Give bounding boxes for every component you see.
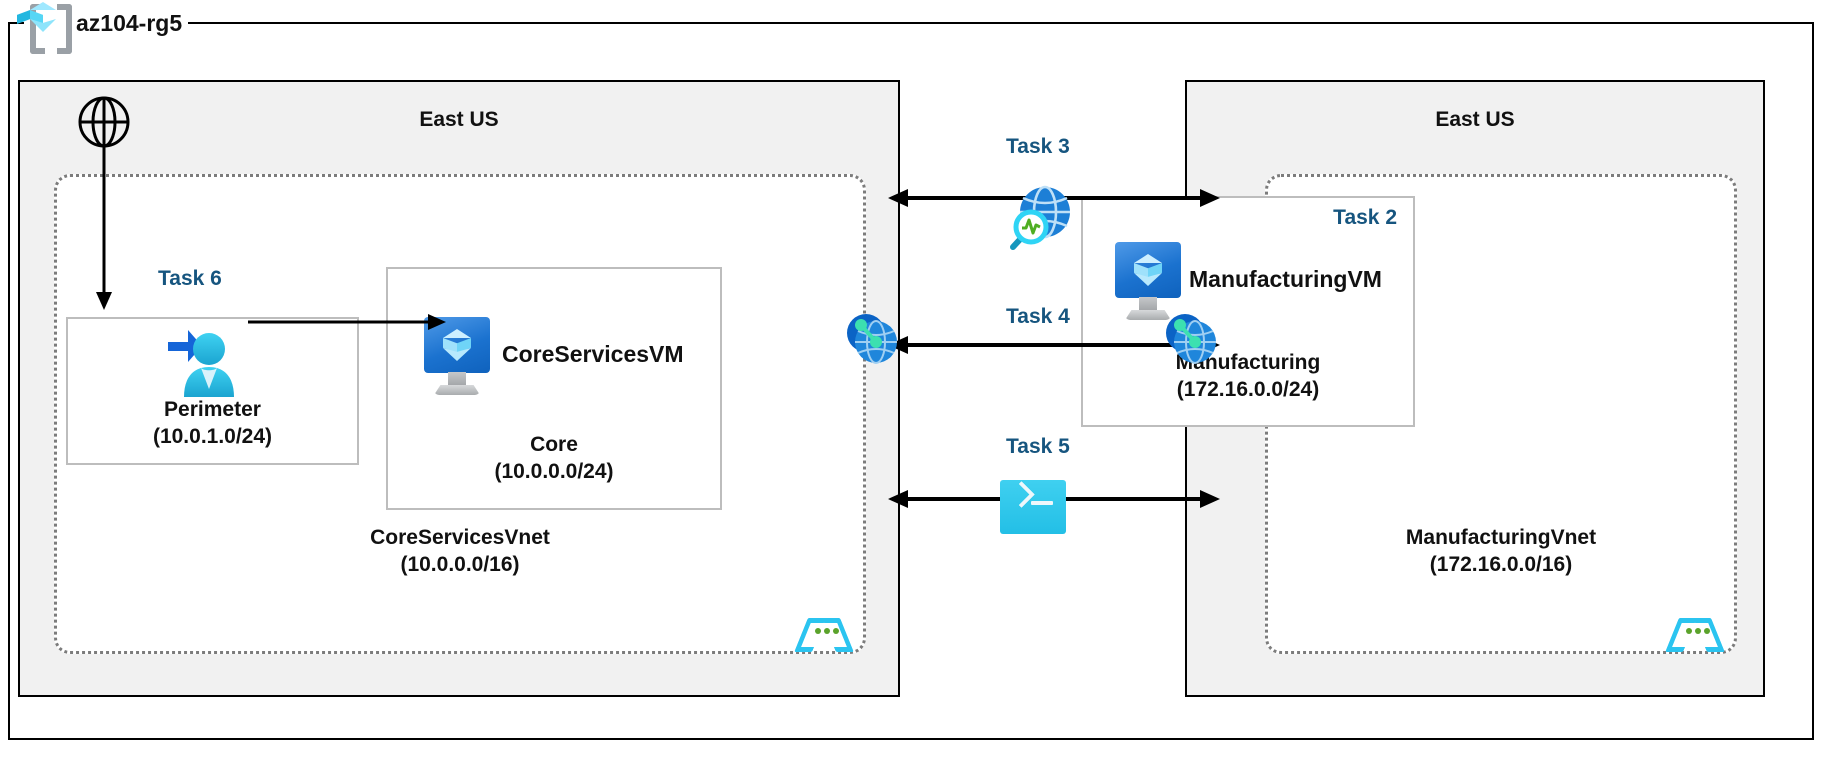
resource-group-header: az104-rg5 (17, 2, 189, 54)
task-4-label: Task 4 (1006, 305, 1070, 328)
subnet-perimeter-label: Perimeter (10.0.1.0/24) (68, 397, 357, 451)
vm-manufacturingvm-name: ManufacturingVM (1189, 266, 1382, 292)
subnet-core-cidr: (10.0.0.0/24) (494, 459, 614, 483)
vnet-peering-icon (1162, 309, 1220, 367)
region-right-title: East US (1435, 108, 1515, 131)
vnet-coreservicesvnet-cidr: (10.0.0.0/16) (400, 552, 520, 576)
subnet-manufacturing-label: Manufacturing (172.16.0.0/24) (1083, 350, 1413, 404)
azure-resource-group-icon (17, 2, 72, 54)
internet-globe-icon (78, 96, 130, 148)
task-3-label: Task 3 (1006, 135, 1070, 158)
vnet-code-icon (1665, 613, 1725, 652)
subnet-core: CoreServicesVM Core (10.0.0.0/24) (386, 267, 722, 510)
subnet-manufacturing: Task 2 ManufacturingVM Manufacturing (17… (1081, 196, 1415, 427)
vnet-coreservicesvnet-label: CoreServicesVnet (10.0.0.0/16) (57, 525, 863, 579)
vnet-code-icon (794, 613, 854, 652)
subnet-perimeter: Perimeter (10.0.1.0/24) (66, 317, 359, 465)
network-watcher-icon (1000, 185, 1074, 255)
virtual-machine-icon (1113, 242, 1183, 322)
task-2-label: Task 2 (1333, 206, 1397, 229)
region-east-us-left: East US CoreServicesVnet (10.0.0.0/16) T… (18, 80, 900, 697)
task-6-label: Task 6 (158, 267, 222, 290)
subnet-core-label: Core (10.0.0.0/24) (388, 432, 720, 486)
vm-coreservicesvm-name: CoreServicesVM (502, 341, 684, 367)
subnet-perimeter-cidr: (10.0.1.0/24) (152, 424, 273, 448)
subnet-core-name: Core (530, 433, 578, 456)
region-east-us-right: East US ManufacturingVnet (172.16.0.0/16… (1185, 80, 1765, 697)
subnet-manufacturing-name: Manufacturing (1175, 351, 1321, 374)
region-left-title: East US (419, 108, 499, 131)
vnet-manufacturingvnet-name: ManufacturingVnet (1405, 526, 1597, 549)
vnet-manufacturingvnet-cidr: (172.16.0.0/16) (1429, 552, 1573, 576)
arrow-internet-to-perimeter (94, 146, 114, 312)
resource-group-name: az104-rg5 (76, 9, 183, 36)
task-5-label: Task 5 (1006, 435, 1070, 458)
vnet-manufacturingvnet-label: ManufacturingVnet (172.16.0.0/16) (1268, 525, 1734, 579)
resource-group-frame (8, 22, 1814, 740)
arrow-perimeter-to-corevm (248, 312, 448, 332)
user-login-icon (152, 327, 238, 399)
vnet-peering-icon (843, 309, 901, 367)
cloud-shell-terminal-icon (1000, 480, 1066, 534)
subnet-manufacturing-cidr: (172.16.0.0/24) (1176, 377, 1320, 401)
subnet-perimeter-name: Perimeter (164, 398, 261, 421)
vnet-coreservicesvnet-name: CoreServicesVnet (370, 526, 550, 549)
